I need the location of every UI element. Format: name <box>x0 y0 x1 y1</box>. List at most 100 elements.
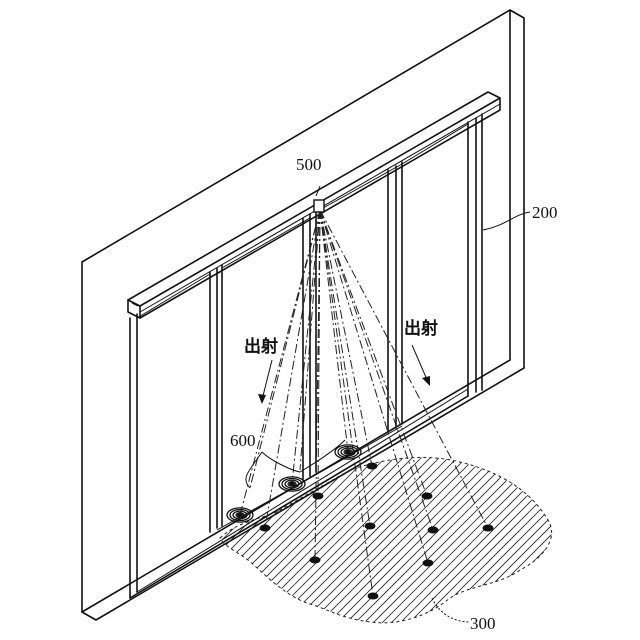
sensor-spot-center <box>237 513 243 517</box>
projected-spot <box>428 527 439 534</box>
hatch-line <box>275 380 535 640</box>
hatch-line <box>0 380 193 640</box>
hatch-line <box>608 380 640 640</box>
projected-spot <box>483 525 494 532</box>
hatch-line <box>194 380 454 640</box>
hatch-line <box>0 380 220 640</box>
hatch-line <box>590 380 640 640</box>
hatch-line <box>626 380 640 640</box>
hatch-line <box>68 380 328 640</box>
hatch-line <box>473 380 640 640</box>
emit-left-label: 出射 <box>244 336 278 357</box>
hatch-line <box>0 380 40 640</box>
hatch-line <box>356 380 616 640</box>
hatch-line <box>410 380 640 640</box>
door-frame <box>130 114 482 598</box>
projected-spot <box>313 493 324 500</box>
hatch-line <box>158 380 418 640</box>
wall-label: 200 <box>532 203 558 222</box>
hatch-line <box>0 380 94 640</box>
hatch-line <box>0 380 139 640</box>
hatch-line <box>527 380 640 640</box>
hatch-line <box>365 380 625 640</box>
hatch-line <box>185 380 445 640</box>
projected-spot <box>423 560 434 567</box>
projected-spot <box>368 593 379 600</box>
hatch-line <box>0 380 121 640</box>
hatch-line <box>176 380 436 640</box>
sensor-spot-center <box>289 482 295 486</box>
hatch-line <box>0 380 184 640</box>
hatch-line <box>419 380 640 640</box>
hatch-line <box>599 380 640 640</box>
hatch-line <box>563 380 640 640</box>
hatch-line <box>383 380 640 640</box>
projected-spot <box>422 493 433 500</box>
sensor-beam <box>320 210 372 466</box>
sensor-beam <box>320 210 373 596</box>
hatch-line <box>572 380 640 640</box>
hatch-line <box>230 380 490 640</box>
hatch-line <box>500 380 640 640</box>
hatch-line <box>518 380 640 640</box>
hatch-line <box>257 380 517 640</box>
hatch-line <box>635 380 640 640</box>
hatch-line <box>338 380 598 640</box>
hatch-line <box>0 380 130 640</box>
hatch-line <box>248 380 508 640</box>
hatch-line <box>545 380 640 640</box>
sensor-spot-center <box>345 450 351 454</box>
wall-leader <box>483 212 530 230</box>
hatch-line <box>374 380 634 640</box>
floor-detection-area <box>0 380 640 640</box>
hatch-line <box>581 380 640 640</box>
hatch-line <box>329 380 589 640</box>
hatch-line <box>617 380 640 640</box>
sensor-beams <box>240 210 488 596</box>
hatch-line <box>0 380 112 640</box>
hatch-line <box>0 380 166 640</box>
hatch-line <box>446 380 640 640</box>
hatch-line <box>0 380 49 640</box>
sensor-beam <box>240 210 320 515</box>
emit-right-label: 出射 <box>404 318 438 339</box>
hatch-line <box>131 380 391 640</box>
hatch-line <box>509 380 640 640</box>
hatch-line <box>311 380 571 640</box>
floor-area-label: 300 <box>470 614 496 633</box>
hatch-line <box>212 380 472 640</box>
hatch-line <box>293 380 553 640</box>
hatch-line <box>5 380 265 640</box>
hatch-line <box>428 380 640 640</box>
projected-spot <box>310 557 321 564</box>
hatch-line <box>0 380 4 640</box>
hatch-line <box>0 380 31 640</box>
hatch-line <box>0 380 13 640</box>
hatch-line <box>0 380 67 640</box>
hatch-line <box>554 380 640 640</box>
hatch-line <box>0 380 175 640</box>
hatch-line <box>0 380 238 640</box>
hatch-line <box>302 380 562 640</box>
floor-leader <box>432 598 470 622</box>
hatch-line <box>284 380 544 640</box>
sensor-label: 500 <box>296 155 322 174</box>
hatch-line <box>0 380 148 640</box>
projected-spot <box>367 463 378 470</box>
hatch-line <box>455 380 640 640</box>
hatch-line <box>41 380 301 640</box>
hatch-line <box>347 380 607 640</box>
hatch-line <box>0 380 22 640</box>
hatch-line <box>0 380 103 640</box>
hatch-line <box>0 380 58 640</box>
hatch-line <box>482 380 640 640</box>
projected-spot <box>365 523 376 530</box>
hatch-line <box>0 380 211 640</box>
sensor-beam <box>320 210 433 530</box>
projected-spot <box>260 525 271 532</box>
hatch-line <box>221 380 481 640</box>
hatch-line <box>77 380 337 640</box>
hatch-line <box>464 380 640 640</box>
